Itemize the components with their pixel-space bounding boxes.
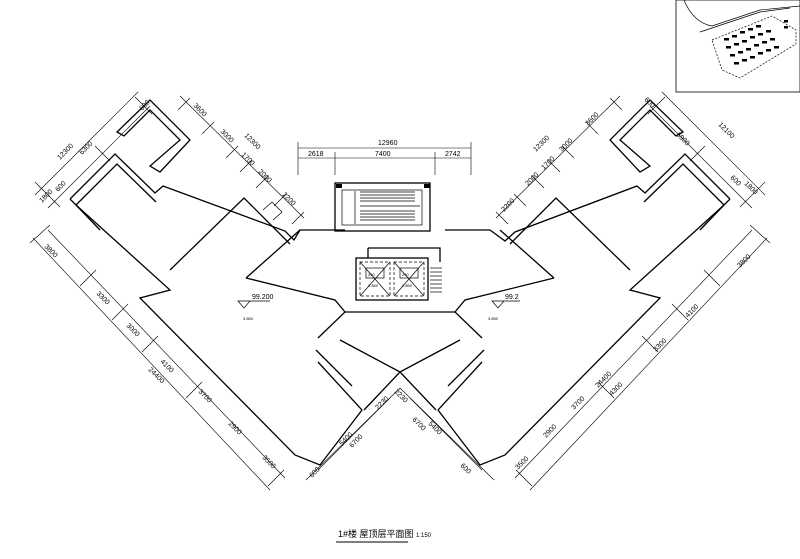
- lw-inner-bottom-1: 2900: [227, 420, 243, 436]
- lw-short-1: 600: [54, 180, 67, 193]
- stair-core: [334, 182, 431, 232]
- rw-inner-bottom-2: 3700: [570, 395, 586, 411]
- rw-inner-top-1: 3000: [558, 137, 574, 153]
- dim-total: 12960: [378, 140, 398, 147]
- lw-inner-top-3: 2000: [257, 168, 273, 184]
- lw-outer-bottom-2: 3000: [125, 322, 141, 338]
- rw-inner-bottom-1: 2900: [542, 423, 558, 439]
- rw-inner-top-2: 1700: [540, 155, 556, 171]
- lw-inner-bottom-0: 3700: [197, 388, 213, 404]
- building-walls: [69, 99, 731, 466]
- rw-outer-bottom-4: 24400: [594, 371, 613, 390]
- dim-b: 7400: [375, 151, 391, 158]
- rw-outer-bottom-3: 4300: [608, 381, 624, 397]
- drawing-scale: 1:150: [416, 533, 432, 539]
- lw-inner-bottom-2: 3500: [261, 454, 277, 470]
- rw-end-3: 2230: [393, 388, 409, 404]
- lw-inner-top-0: 3600: [192, 102, 208, 118]
- small-stair: [430, 267, 442, 293]
- elevator-left-label: 240: [368, 272, 375, 277]
- lw-short-0: 1800: [38, 188, 54, 204]
- rw-end-0: 600: [459, 462, 472, 475]
- rw-outer-top-0: 6900: [675, 131, 691, 147]
- rw-short-0: 1800: [743, 180, 759, 196]
- rw-inner-bottom-0: 3500: [514, 455, 530, 471]
- left-wing-dimensions: 12300 6300 1800 600 600 3600 3000 1700 2…: [29, 91, 401, 491]
- rw-inner-top-5: 12300: [532, 135, 551, 154]
- lw-inner-top-4: 2200: [281, 191, 297, 207]
- lw-outer-bottom-3: 4100: [159, 358, 175, 374]
- elevator-right-label: 240: [402, 272, 409, 277]
- rw-end-2: 6700: [411, 416, 427, 432]
- rw-outer-top-1: 12100: [717, 121, 736, 140]
- rw-short-1: 600: [729, 174, 742, 187]
- rw-end-1: 5400: [427, 420, 443, 436]
- lw-outer-top-0: 6300: [78, 140, 94, 156]
- shaft-left-label: 2.850: [368, 283, 379, 288]
- lw-inner-top-5: 12300: [243, 132, 262, 151]
- level-marker-right: 99.2 3.850: [488, 294, 520, 321]
- dim-a: 2618: [308, 151, 324, 158]
- level-marker-left: 99.200 3.850: [237, 294, 274, 321]
- lw-inner-top-2: 1700: [240, 151, 256, 167]
- level-left-tag: 3.850: [243, 316, 254, 321]
- shaft-right-label: 2.850: [402, 283, 413, 288]
- lw-outer-top-1: 12300: [56, 143, 75, 162]
- lw-end-3: 2230: [374, 395, 390, 411]
- top-dimension-chain: 12960 2618 7400 2742: [297, 140, 472, 175]
- level-right-value: 99.2: [505, 294, 519, 301]
- level-right-tag: 3.850: [488, 316, 499, 321]
- dim-c: 2742: [445, 151, 461, 158]
- level-left-value: 99.200: [252, 294, 274, 301]
- elevator-core: 240 240 2.850 2.850: [355, 247, 442, 301]
- rw-inner-top-3: 2000: [524, 171, 540, 187]
- key-plan-inset: [675, 0, 800, 93]
- drawing-title-block: 1#楼 屋顶层平面图 1:150: [336, 528, 432, 543]
- drawing-title: 1#楼 屋顶层平面图: [338, 528, 414, 539]
- rw-inner-top-0: 3600: [584, 111, 600, 127]
